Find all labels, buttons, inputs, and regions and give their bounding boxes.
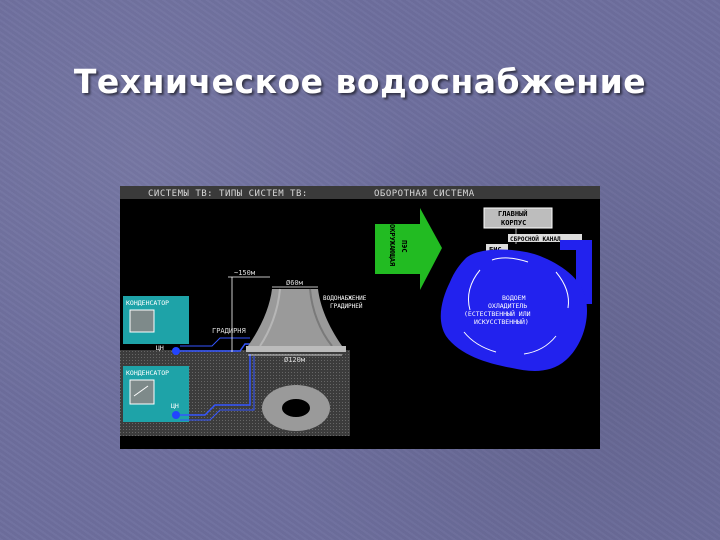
- cooling-tower: [248, 289, 342, 346]
- reservoir-label-3: (ЕСТЕСТВЕННЫЙ ИЛИ: [464, 309, 531, 318]
- diagram-header-left: СИСТЕМЫ ТВ: ТИПЫ СИСТЕМ ТВ:: [148, 189, 308, 199]
- tower-label-2: ГРАДИРНЕЙ: [330, 303, 363, 310]
- condenser-box-2: [129, 379, 155, 405]
- bns-box: [486, 244, 508, 254]
- pump-label-2: ЦН: [171, 402, 179, 410]
- pipe-2: [180, 337, 250, 347]
- tower-label-1: ВОДОНАБЖЕНИЕ: [323, 295, 367, 302]
- reservoir: [440, 249, 588, 371]
- reservoir-label-2: ОХЛАДИТЕЛЬ: [488, 302, 527, 310]
- pump-label-1: ЦН: [156, 344, 164, 352]
- reservoir-label-1: ВОДОЕМ: [502, 294, 526, 302]
- condenser-label-1: КОНДЕНСАТОР: [126, 299, 169, 307]
- pipe-4: [180, 356, 255, 421]
- diagram-header-band: [120, 186, 600, 199]
- pump-icon-1: [172, 347, 180, 355]
- diagram-header-right: ОБОРОТНАЯ СИСТЕМА: [374, 189, 475, 199]
- flow-arrow: [375, 208, 442, 290]
- slide-title: Техническое водоснабжение: [73, 62, 647, 101]
- dim-diameter-bottom: Ø120м: [284, 356, 306, 364]
- discharge-canal: [560, 240, 592, 304]
- pump-icon-2: [172, 411, 180, 419]
- reservoir-label-4: ИСКУССТВЕННЫЙ): [474, 317, 529, 326]
- arrow-text-1: ОКРУЖАЮЩАЯ: [388, 224, 396, 266]
- dim-diameter-top: Ø60м: [286, 279, 304, 287]
- main-building-label-2: КОРПУС: [501, 219, 526, 227]
- main-building-label-1: ГЛАВНЫЙ: [498, 209, 528, 218]
- dim-height: ~150м: [234, 269, 256, 277]
- tower-basin: [246, 346, 346, 352]
- discharge-label: СБРОСНОЙ КАНАЛ: [510, 235, 561, 243]
- discharge-label-box: [508, 234, 582, 242]
- diagram-image: СИСТЕМЫ ТВ: ТИПЫ СИСТЕМ ТВ: ОБОРОТНАЯ СИ…: [120, 186, 600, 449]
- pipe-3: [180, 354, 251, 416]
- arrow-text-2: ПЭС: [400, 240, 408, 253]
- condenser-box-1: [129, 309, 155, 333]
- main-building-box: [483, 207, 553, 229]
- condenser-label-2: КОНДЕНСАТОР: [126, 369, 169, 377]
- gradirnya-label: ГРАДИРНЯ: [212, 327, 246, 335]
